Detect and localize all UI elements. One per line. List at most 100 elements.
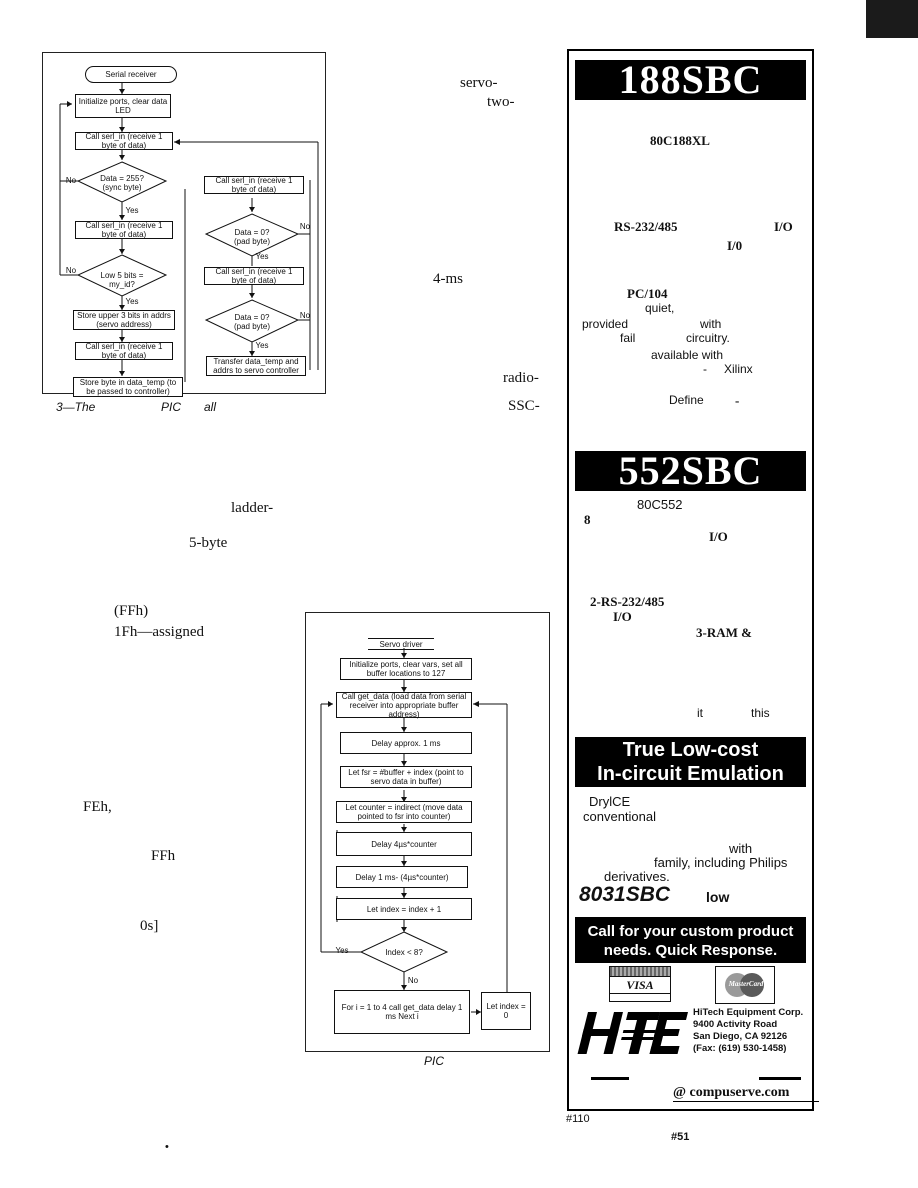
body-frag-8: (FFh) [114,603,149,619]
fig4-start-label: Servo driver [368,638,434,650]
ad-banner-emulation-line1: True Low-cost [622,739,759,761]
fig3-no-label-3: No [299,222,311,231]
ad-188-fail: fail [620,331,636,345]
ad-188-pc104: PC/104 [627,286,668,301]
fig3-dec255-label: Data = 255? (sync byte) [100,174,144,192]
fig3-caption-3: all [204,400,217,414]
figure-4-connectors [320,648,508,1015]
fig3-yes-label-3: Yes [255,252,269,261]
body-frag-2: two- [487,94,515,110]
fig4-no-label: No [407,976,419,985]
hte-logo [577,1008,689,1058]
fig4-delay4-box: Delay 4µs*counter [336,832,472,856]
ad-552-it: it [697,706,703,720]
fig4-delay1-label: Delay approx. 1 ms [371,738,441,748]
fig3-call1-label: Call serl_in (receive 1 byte of data) [85,132,163,150]
ad-188-define: Define [669,393,704,407]
fig3-call2-label: Call serl_in (receive 1 byte of data) [85,221,163,239]
ad-ice-name: DrylCE [589,794,631,809]
ad-banner-callus: Call for your custom product needs. Quic… [575,917,806,963]
fig3-call3-box: Call serl_in (receive 1 byte of data) [75,342,173,360]
reader-service-110: #110 [566,1113,590,1125]
body-frag-9: 1Fh—assigned [114,624,204,640]
ad-188-dash: - [703,362,707,376]
fig4-delay1b-box: Delay 1 ms- (4µs*counter) [336,866,468,888]
fig4-inc-box: Let index = index + 1 [336,898,472,920]
ad-188-quiet: quiet, [645,301,675,315]
mastercard-circle-right [740,973,764,997]
fig4-loop-box: For i = 1 to 4 call get_data delay 1 ms … [334,990,470,1034]
fig4-init-label: Initialize ports, clear vars, set all bu… [349,660,463,678]
body-frag-6: ladder- [231,500,274,516]
ad-company: HiTech Equipment Corp. [693,1007,804,1018]
ad-banner-emulation-line2: In-circuit Emulation [597,763,784,785]
ad-188-io1: I/O [774,219,793,234]
body-frag-7: 5-byte [189,535,228,551]
fig3-store-upper-label: Store upper 3 bits in addrs (servo addre… [77,311,171,329]
fig3-transfer-label: Transfer data_temp and addrs to servo co… [213,357,299,375]
visa-card: VISA [609,966,671,1002]
fig3-no-label-1: No [65,176,77,185]
ad-552-io1: I/O [709,529,728,544]
ad-188-chip: 80C188XL [650,133,710,148]
fig4-dec-label: Index < 8? [385,948,423,957]
fig3-rcall1-box: Call serl_in (receive 1 byte of data) [204,176,304,194]
ad-552-chip: 80C552 [637,497,683,512]
ad-low: low [706,889,730,905]
fig4-fsr-label: Let fsr = #buffer + index (point to serv… [348,768,464,786]
mastercard-card: MasterCard [715,966,775,1004]
ad-552-serial: 2-RS-232/485 [590,594,665,609]
ad-552-this: this [751,706,770,720]
mastercard-label: MasterCard [728,980,764,988]
mastercard-circles: MasterCard [725,971,765,999]
fig3-store-byte-label: Store byte in data_temp (to be passed to… [79,378,177,396]
fig3-store-upper-box: Store upper 3 bits in addrs (servo addre… [73,310,175,330]
body-frag-10: FEh, [83,799,112,815]
ad-banner-552sbc-label: 552SBC [618,448,763,493]
fig3-transfer-box: Transfer data_temp and addrs to servo co… [206,356,306,376]
footer-bullet: • [165,1141,169,1153]
figure-3-connectors [59,83,319,382]
ad-rule-right [759,1077,801,1080]
fig3-call2-box: Call serl_in (receive 1 byte of data) [75,221,173,239]
ad-ice-with: with [729,841,753,856]
fig3-rcall2-box: Call serl_in (receive 1 byte of data) [204,267,304,285]
ad-banner-188sbc: 188SBC [575,60,806,100]
fig4-reset-box: Let index = 0 [481,992,531,1030]
body-frag-11: FFh [151,848,176,864]
body-frag-12: 0s] [140,918,159,934]
fig3-store-byte-box: Store byte in data_temp (to be passed to… [73,377,183,397]
visa-card-label: VISA [610,976,670,994]
fig3-low5-label: Low 5 bits = my_id? [100,271,144,289]
fig4-inc-label: Let index = index + 1 [366,904,442,914]
hte-logo-graphic [577,1012,689,1054]
ad-email: @ compuserve.com [673,1085,820,1102]
ad-ice-conventional: conventional [583,809,656,824]
fig4-call-box: Call get_data (load data from serial rec… [336,692,472,719]
fig3-start-label: Serial receiver [105,70,157,79]
ad-ice-family: family, including Philips [654,855,788,870]
fig3-call1-box: Call serl_in (receive 1 byte of data) [75,132,173,150]
fig4-delay1b-label: Delay 1 ms- (4µs*counter) [355,872,449,882]
body-frag-4: radio- [503,370,539,386]
ad-188-available: available with [651,348,724,362]
body-frag-1: servo- [460,75,498,91]
fig3-rcall1-label: Call serl_in (receive 1 byte of data) [215,176,293,194]
ad-city: San Diego, CA 92126 [693,1031,788,1042]
fig3-init-label: Initialize ports, clear data LED [78,97,168,115]
fig3-caption-1: 3—The [56,400,96,414]
fig3-init-box: Initialize ports, clear data LED [75,94,171,118]
ad-552-io2: I/O [613,609,632,624]
fig3-call3-label: Call serl_in (receive 1 byte of data) [85,342,163,360]
ad-callus-line1: Call for your custom product [587,923,794,940]
fig3-no-label-4: No [299,311,311,320]
fig4-counter-label: Let counter = indirect (move data pointe… [345,803,463,821]
ad-street: 9400 Activity Road [693,1019,778,1030]
ad-188-serial: RS-232/485 [614,219,678,234]
fig4-loop-label: For i = 1 to 4 call get_data delay 1 ms … [341,1003,463,1021]
ad-188-provided: provided [582,317,629,331]
fig3-yes-label-2: Yes [125,297,139,306]
fig3-no-label-2: No [65,266,77,275]
fig4-delay4-label: Delay 4µs*counter [371,839,437,849]
ad-188-xilinx: Xilinx [724,362,753,376]
